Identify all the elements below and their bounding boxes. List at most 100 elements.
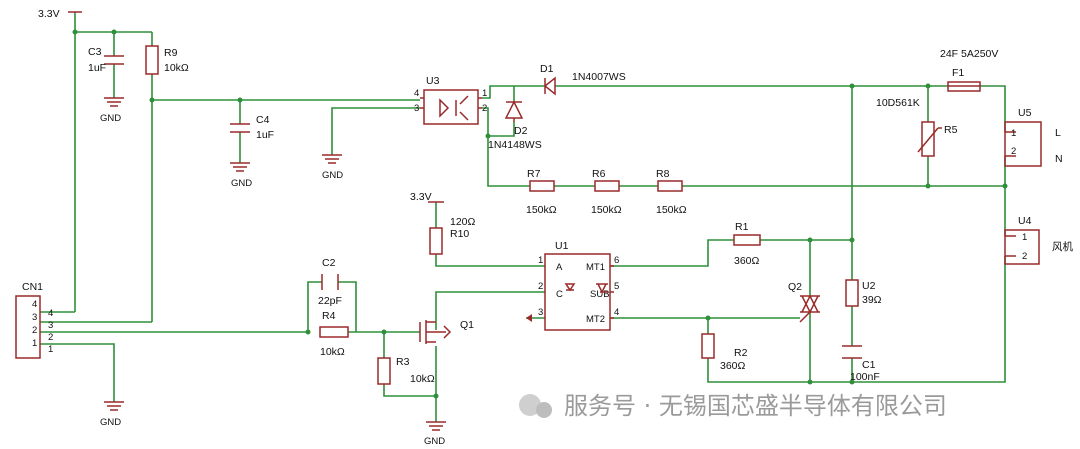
diode-d1: D1 1N4007WS (540, 63, 626, 96)
gnd-symbol-cn1: GND (100, 401, 124, 428)
u4-ref: U4 (1018, 215, 1032, 227)
r5-ref: R5 (944, 124, 958, 136)
svg-text:120Ω: 120Ω (450, 216, 476, 228)
svg-text:4: 4 (414, 88, 419, 99)
svg-text:U2: U2 (862, 280, 876, 292)
svg-text:6: 6 (614, 255, 619, 266)
u1-ref: U1 (555, 240, 569, 252)
svg-text:L: L (1055, 127, 1061, 139)
svg-text:GND: GND (231, 178, 252, 189)
svg-text:1: 1 (1022, 232, 1027, 243)
svg-text:100nF: 100nF (850, 371, 880, 383)
varistor-r5: 10D561K R5 (876, 97, 958, 157)
triac-q2: Q2 (788, 281, 820, 323)
resistor-r7: R7 150kΩ (526, 168, 557, 216)
svg-text:R8: R8 (656, 168, 670, 180)
capacitor-c4: C4 1uF (230, 114, 274, 141)
power-3v3-symbol: 3.3V (38, 8, 82, 20)
wechat-icon (519, 394, 541, 416)
d2-value: 1N4148WS (488, 139, 542, 151)
d1-ref: D1 (540, 63, 554, 75)
f1-value: 24F 5A250V (940, 48, 998, 60)
u3-ref: U3 (426, 75, 440, 87)
svg-text:10kΩ: 10kΩ (410, 373, 435, 385)
svg-text:GND: GND (322, 170, 343, 181)
optocoupler-u3: U3 4 3 1 2 (414, 75, 487, 125)
svg-text:4: 4 (48, 308, 53, 319)
gnd-symbol-c4: GND (230, 162, 252, 189)
svg-text:3: 3 (538, 307, 543, 318)
svg-text:Q1: Q1 (460, 319, 474, 331)
c3-value: 1uF (88, 62, 106, 74)
svg-text:2: 2 (32, 325, 37, 336)
resistor-r4: R4 10kΩ (319, 310, 349, 358)
power-label: 3.3V (38, 8, 60, 20)
svg-text:360Ω: 360Ω (734, 255, 760, 267)
svg-text:2: 2 (538, 281, 543, 292)
svg-text:C1: C1 (862, 359, 876, 371)
svg-text:GND: GND (100, 113, 121, 124)
svg-text:MT2: MT2 (586, 314, 605, 325)
resistor-r9: R9 10kΩ (145, 45, 189, 75)
connector-u5: U5 1 2 L N (1004, 107, 1063, 167)
svg-text:2: 2 (1011, 146, 1016, 157)
svg-text:CN1: CN1 (22, 281, 43, 293)
optotriac-u1: U1 1 2 3 6 5 4 A C MT1 SUB MT2 (538, 240, 619, 331)
svg-text:4: 4 (32, 299, 37, 310)
resistor-r8: R8 150kΩ (656, 168, 687, 216)
svg-text:A: A (556, 262, 563, 273)
svg-text:150kΩ: 150kΩ (656, 204, 687, 216)
svg-text:R2: R2 (734, 347, 748, 359)
gnd-symbol-c3: GND (100, 97, 124, 124)
svg-text:C: C (556, 289, 563, 300)
connector-cn1: CN1 4 3 2 1 4 3 2 1 (15, 281, 53, 359)
resistor-u2: U2 39Ω (845, 279, 882, 307)
svg-text:3.3V: 3.3V (410, 191, 432, 203)
svg-text:1: 1 (32, 338, 37, 349)
svg-text:5: 5 (614, 281, 619, 292)
c4-value: 1uF (256, 129, 274, 141)
gnd-symbol-q1: GND (424, 421, 446, 447)
svg-text:360Ω: 360Ω (720, 360, 746, 372)
svg-text:R1: R1 (735, 221, 749, 233)
svg-text:10kΩ: 10kΩ (320, 346, 345, 358)
svg-text:SUB: SUB (590, 289, 610, 300)
r9-value: 10kΩ (164, 62, 189, 74)
d1-value: 1N4007WS (572, 71, 626, 83)
f1-ref: F1 (952, 67, 964, 79)
svg-text:2: 2 (1022, 251, 1027, 262)
svg-text:4: 4 (614, 307, 619, 318)
u5-ref: U5 (1018, 107, 1032, 119)
svg-text:1: 1 (538, 255, 543, 266)
gnd-symbol-u3: GND (322, 154, 343, 181)
resistor-r3: R3 10kΩ (377, 356, 435, 385)
svg-text:150kΩ: 150kΩ (591, 204, 622, 216)
svg-text:R4: R4 (322, 310, 336, 322)
connector-u4-fan: U4 1 2 风机 (1004, 215, 1074, 265)
fuse-f1: F1 24F 5A250V (940, 48, 998, 92)
svg-text:N: N (1055, 153, 1063, 165)
diode-d2: D2 1N4148WS (488, 100, 542, 151)
watermark-text: 服务号 · 无锡国芯盛半导体有限公司 (564, 392, 947, 420)
svg-text:1: 1 (48, 344, 53, 355)
capacitor-c1: C1 100nF (842, 345, 880, 383)
svg-text:Q2: Q2 (788, 281, 802, 293)
svg-text:1: 1 (1011, 128, 1016, 139)
mosfet-q1: Q1 (419, 319, 474, 344)
capacitor-c3: C3 1uF (88, 46, 124, 74)
svg-text:150kΩ: 150kΩ (526, 204, 557, 216)
svg-text:R3: R3 (396, 356, 410, 368)
svg-text:R7: R7 (527, 168, 541, 180)
svg-text:1: 1 (482, 88, 487, 99)
c4-ref: C4 (256, 114, 270, 126)
svg-text:风机: 风机 (1052, 240, 1074, 253)
svg-text:C2: C2 (322, 257, 336, 269)
d2-ref: D2 (514, 125, 528, 137)
svg-text:3: 3 (32, 312, 37, 323)
resistor-r6: R6 150kΩ (591, 168, 622, 216)
svg-text:3: 3 (414, 103, 419, 114)
svg-text:GND: GND (100, 417, 121, 428)
svg-text:39Ω: 39Ω (862, 294, 882, 306)
svg-text:R10: R10 (450, 228, 469, 240)
